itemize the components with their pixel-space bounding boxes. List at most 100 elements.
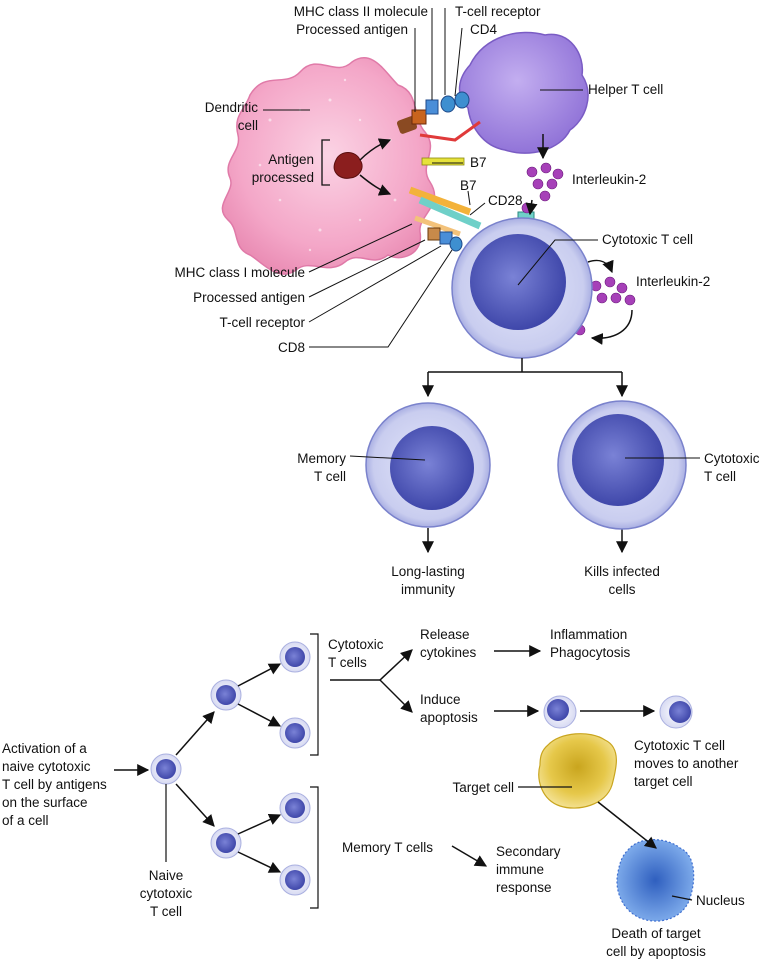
text-activation: Activation of a naive cytotoxic T cell b…: [2, 741, 107, 828]
antigen-bracket: [321, 139, 330, 186]
text-inflammation: Inflammation Phagocytosis: [550, 627, 631, 660]
label-antigen-2: processed: [252, 170, 314, 185]
bottom-arrows: [114, 645, 657, 873]
text-moves: Cytotoxic T cell moves to another target…: [634, 738, 739, 789]
interleukin-cluster-b: [590, 276, 636, 306]
helper-t-cell-shape: [458, 31, 589, 154]
text-death: Death of target cell by apoptosis: [606, 926, 706, 959]
svg-text:naive cytotoxic: naive cytotoxic: [2, 759, 91, 774]
label-il2-a: Interleukin-2: [572, 172, 646, 187]
svg-text:moves to another: moves to another: [634, 756, 739, 771]
dendritic-speckles: [258, 78, 397, 252]
text-secondary: Secondary immune response: [496, 844, 561, 895]
tcr-bottom: [439, 231, 453, 245]
svg-text:Phagocytosis: Phagocytosis: [550, 645, 631, 660]
cd4-molecule: [440, 91, 470, 113]
label-mhc1: MHC class I molecule: [174, 265, 305, 280]
text-cytotoxic-group: Cytotoxic T cells: [328, 637, 384, 670]
label-antigen-1: Antigen: [268, 152, 314, 167]
svg-text:Death of target: Death of target: [611, 926, 701, 941]
label-cytotoxic-2-1: Cytotoxic: [704, 451, 760, 466]
label-tcr-top: T-cell receptor: [455, 4, 541, 19]
processed-antigen-bottom: [427, 227, 441, 241]
b7-upper: [421, 157, 465, 166]
middle-leader-lines: [349, 455, 700, 461]
svg-text:Inflammation: Inflammation: [550, 627, 627, 642]
target-cell: [538, 733, 617, 809]
apoptosis-cell: [543, 695, 577, 729]
label-processed-antigen-top: Processed antigen: [296, 22, 408, 37]
cytotoxic-t-cell-2-nucleus: [572, 414, 664, 506]
svg-text:cytotoxic: cytotoxic: [140, 886, 193, 901]
text-memory-cells: Memory T cells: [342, 840, 433, 855]
svg-text:Cytotoxic T cell: Cytotoxic T cell: [634, 738, 725, 753]
svg-text:apoptosis: apoptosis: [420, 710, 478, 725]
label-tcr-bottom: T-cell receptor: [219, 315, 305, 330]
svg-text:Secondary: Secondary: [496, 844, 561, 859]
text-naive: Naive cytotoxic T cell: [140, 868, 193, 919]
label-dendritic-1: Dendritic: [205, 100, 259, 115]
svg-text:response: response: [496, 880, 552, 895]
cyto-cell-1: [279, 641, 311, 673]
split-arrows: [422, 358, 628, 554]
label-cd8: CD8: [278, 340, 305, 355]
b7-lower: [408, 186, 472, 216]
arrow-cyto-to-il2: [587, 259, 614, 274]
gen1-cell-bottom: [210, 827, 242, 859]
label-b7-lower: B7: [460, 178, 477, 193]
label-dendritic-2: cell: [238, 118, 258, 133]
svg-text:on the surface: on the surface: [2, 795, 88, 810]
label-cytotoxic-main: Cytotoxic T cell: [602, 232, 693, 247]
helper-red-link: [419, 120, 481, 142]
dendritic-cell-shape: [221, 57, 436, 275]
apoptotic-target-cell: [616, 839, 695, 922]
text-nucleus: Nucleus: [696, 893, 745, 908]
label-b7-upper: B7: [470, 155, 487, 170]
label-memory-2: T cell: [314, 469, 346, 484]
mhc1-molecule: [414, 215, 461, 237]
svg-text:cell by apoptosis: cell by apoptosis: [606, 944, 706, 959]
gen1-cell-top: [210, 679, 242, 711]
svg-text:Naive: Naive: [149, 868, 184, 883]
antigen-arrow-up: [359, 138, 392, 161]
label-cd28: CD28: [488, 193, 523, 208]
label-cytotoxic-2-2: T cell: [704, 469, 736, 484]
label-kills-2: cells: [608, 582, 635, 597]
naive-cell: [150, 753, 182, 785]
memory-cell-2: [279, 864, 311, 896]
svg-text:Activation of a: Activation of a: [2, 741, 87, 756]
top-leader-lines: [263, 8, 598, 348]
label-long-2: immunity: [401, 582, 455, 597]
svg-text:Cytotoxic: Cytotoxic: [328, 637, 384, 652]
cytotoxic-main-nucleus: [470, 234, 566, 330]
label-cd4: CD4: [470, 22, 497, 37]
svg-text:Induce: Induce: [420, 692, 461, 707]
interleukin-cluster-a: [526, 162, 564, 202]
svg-text:T cells: T cells: [328, 655, 367, 670]
memory-cell-1: [279, 792, 311, 824]
processed-antigen-top: [411, 109, 427, 125]
memory-t-cell-nucleus: [390, 426, 474, 510]
svg-text:target cell: target cell: [634, 774, 693, 789]
text-release: Release cytokines: [420, 627, 477, 660]
svg-text:T cell: T cell: [150, 904, 182, 919]
label-il2-b: Interleukin-2: [636, 274, 710, 289]
bottom-brackets-leaders: [165, 633, 693, 909]
cyto-cell-2: [279, 717, 311, 749]
label-mhc2: MHC class II molecule: [294, 4, 428, 19]
label-kills-1: Kills infected: [584, 564, 660, 579]
label-long-1: Long-lasting: [391, 564, 465, 579]
moving-cell: [659, 695, 693, 729]
cd8-molecule: [449, 236, 463, 252]
antigen-blob: [333, 152, 363, 179]
label-memory-1: Memory: [297, 451, 346, 466]
cd28-molecule: [418, 196, 482, 230]
tcr-top: [425, 99, 439, 115]
svg-text:Release: Release: [420, 627, 470, 642]
label-processed-antigen-bottom: Processed antigen: [193, 290, 305, 305]
text-induce: Induce apoptosis: [420, 692, 478, 725]
svg-text:immune: immune: [496, 862, 544, 877]
svg-text:of a cell: of a cell: [2, 813, 49, 828]
antigen-arrow-down: [359, 174, 392, 196]
